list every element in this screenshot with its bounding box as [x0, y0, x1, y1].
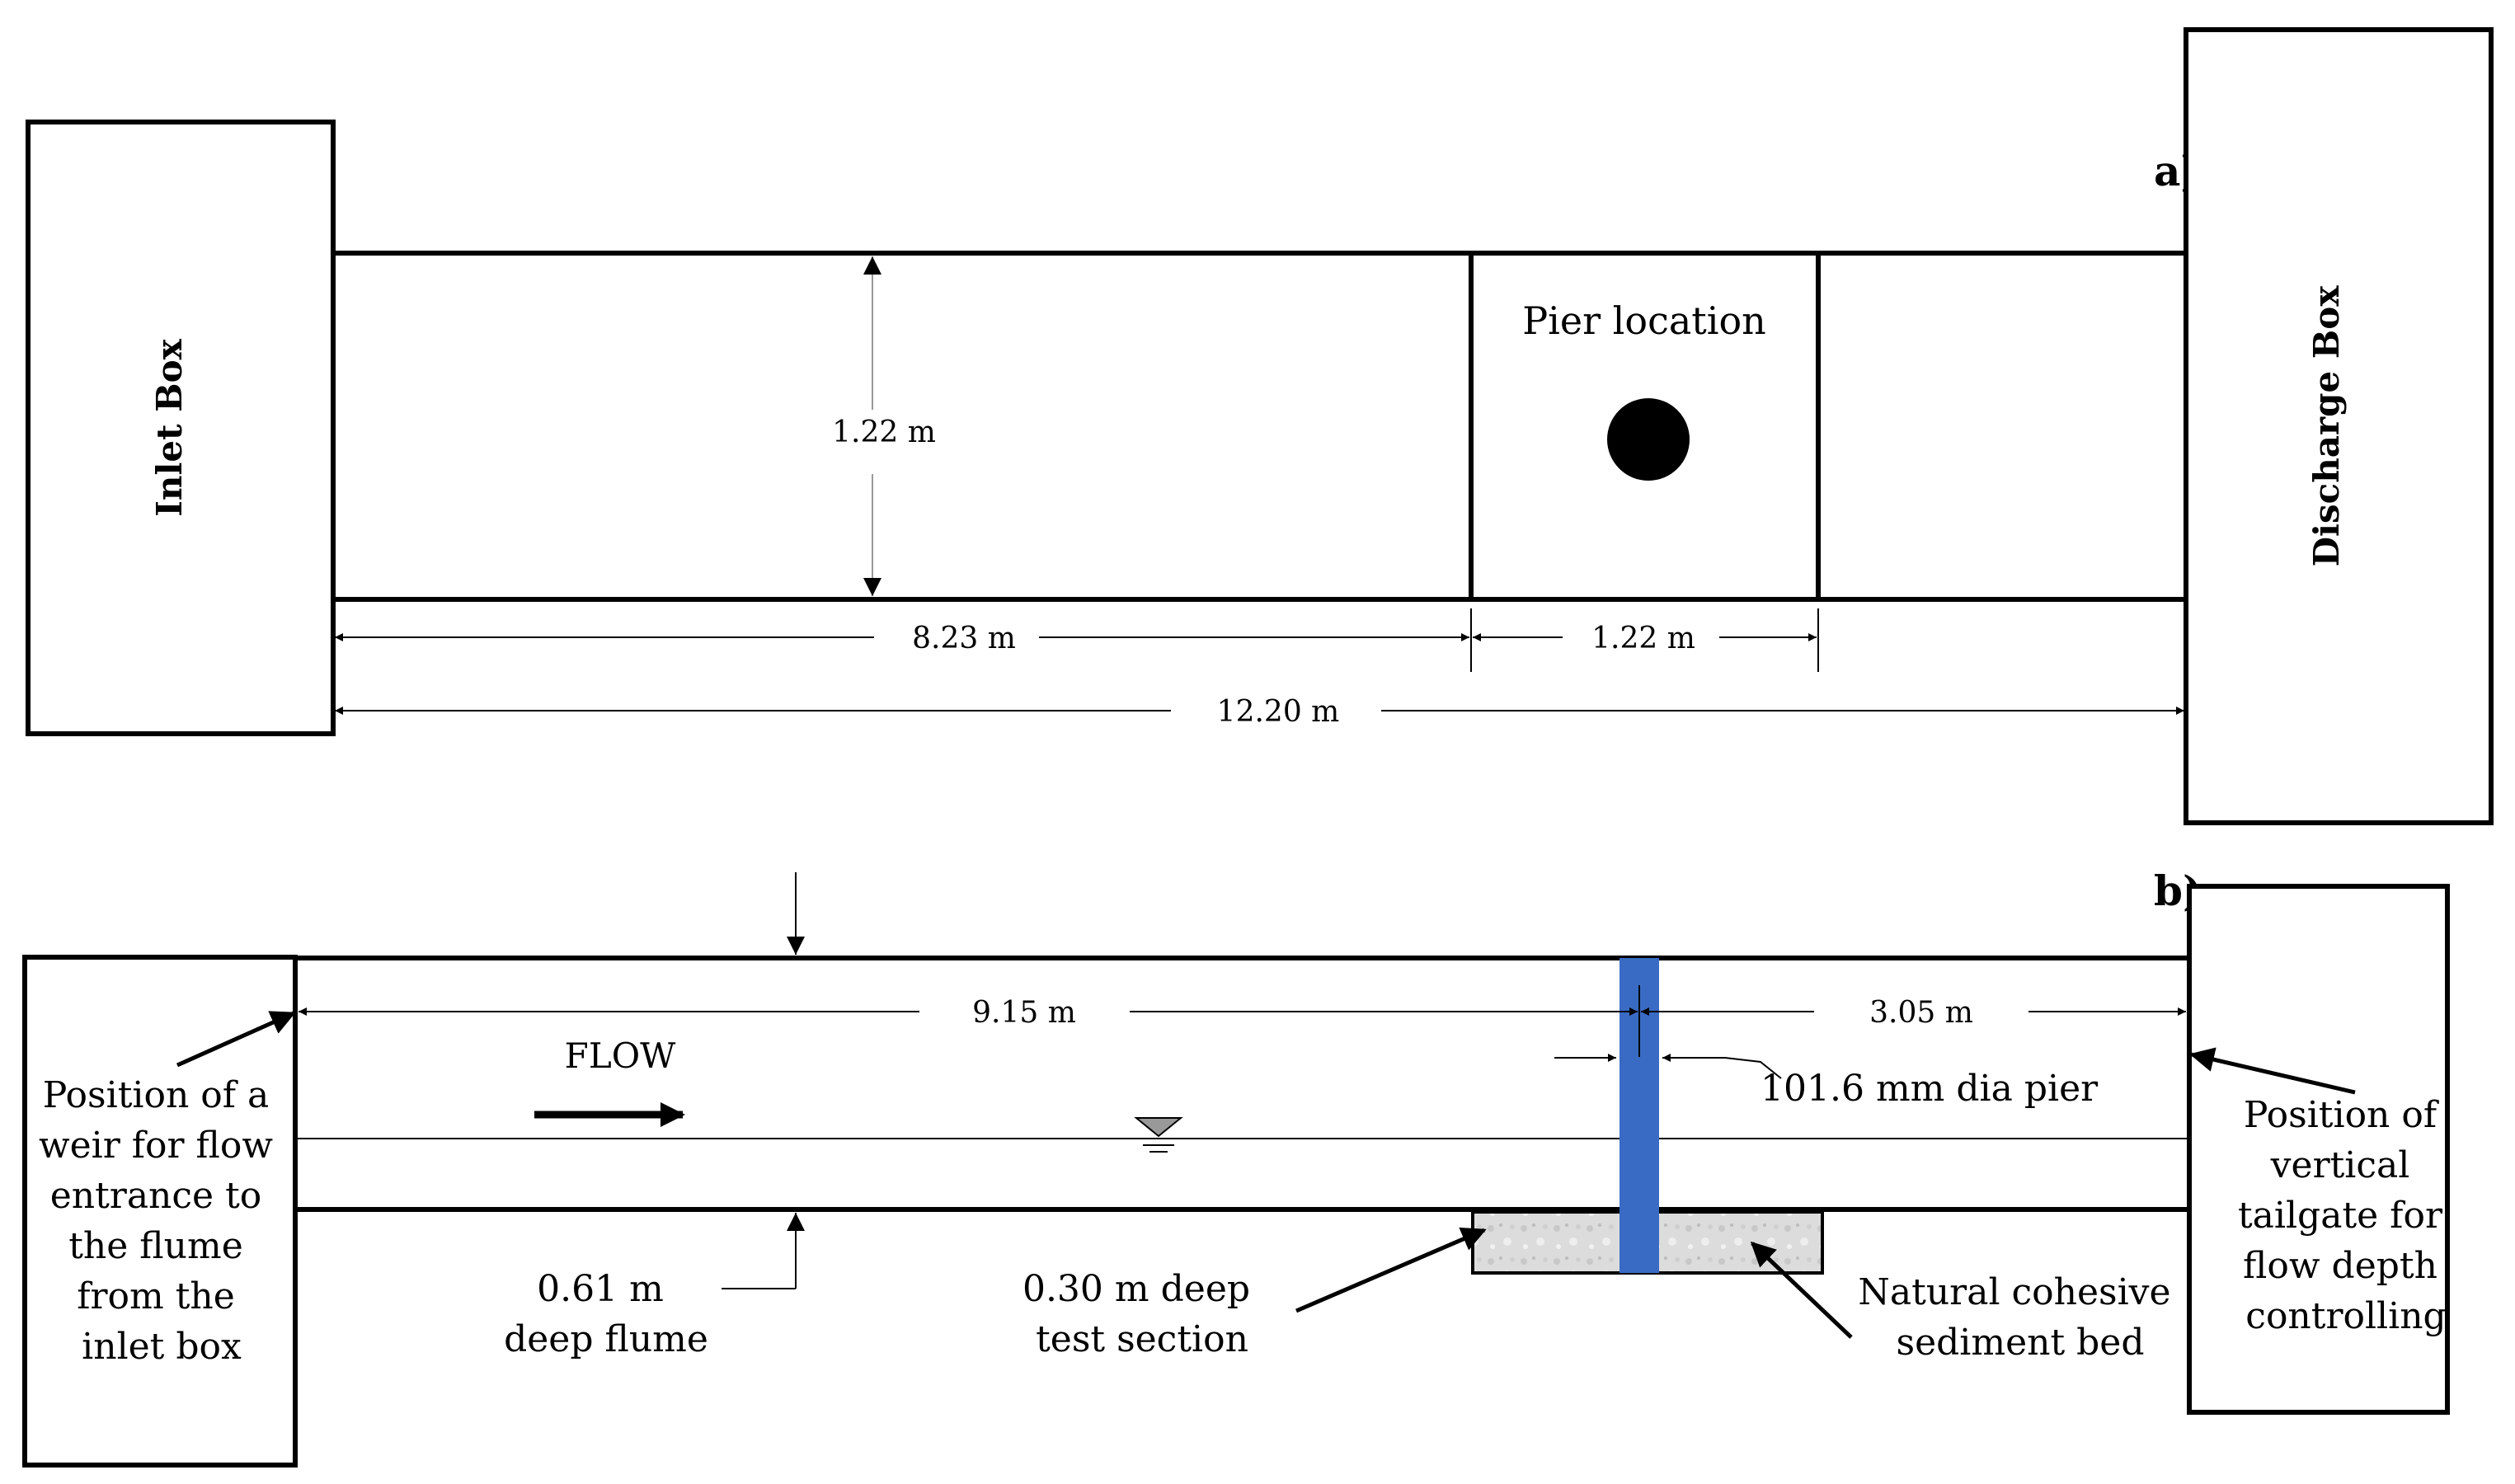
test-section-note: 0.30 m deep test section [1022, 1268, 1262, 1360]
weir-note-line: from the [77, 1275, 235, 1317]
weir-note-line: inlet box [82, 1326, 242, 1368]
tailgate-note-line: flow depth [2243, 1245, 2437, 1287]
inlet-box-side [22, 955, 298, 1468]
tailgate-leader-arrow [2189, 1047, 2356, 1095]
discharge-box [2184, 27, 2494, 825]
weir-note-line: the flume [68, 1225, 243, 1267]
sediment-bed-line: Natural cohesive [1858, 1271, 2170, 1313]
weir-leader-arrow [176, 1011, 296, 1068]
panel-a: a) Inlet Box Discharge Box Pier location… [26, 27, 2494, 825]
weir-note-line: Position of a [43, 1074, 270, 1116]
sediment-bed-line: sediment bed [1897, 1322, 2145, 1364]
pier-dia-label: 101.6 mm dia pier [1760, 1068, 2099, 1110]
weir-note-line: entrance to [50, 1175, 262, 1217]
test-section-line: 0.30 m deep [1022, 1268, 1250, 1310]
water-level-icon [1134, 1117, 1183, 1138]
tailgate-note-line: controlling [2245, 1295, 2446, 1337]
flow-label: FLOW [565, 1036, 676, 1076]
tailgate-note-line: Position of [2244, 1094, 2439, 1136]
downstream-dim-label: 3.05 m [1869, 996, 1973, 1030]
discharge-box-label: Discharge Box [2306, 285, 2347, 567]
pier-circle [1607, 398, 1690, 481]
inlet-box [26, 120, 336, 736]
weir-note: Position of a weir for flow entrance to … [39, 1074, 284, 1368]
tailgate-note-line: vertical [2270, 1144, 2410, 1186]
weir-note-line: weir for flow [39, 1125, 273, 1167]
tailgate-note-line: tailgate for [2238, 1195, 2443, 1237]
width-dim-label: 1.22 m [832, 416, 936, 449]
upstream-dim-label: 8.23 m [912, 622, 1016, 655]
tailgate-note: Position of vertical tailgate for flow d… [2238, 1094, 2454, 1337]
flume-depth-note: 0.61 m deep flume [504, 1268, 708, 1360]
pier-section-dim-label: 1.22 m [1591, 622, 1695, 655]
pier-dia-leader [1724, 1057, 1782, 1079]
pier-location-label: Pier location [1522, 298, 1766, 343]
sediment-leader-arrow [1750, 1241, 1853, 1339]
test-section-leader-arrow [1295, 1227, 1487, 1313]
upstream-dim-side-label: 9.15 m [972, 996, 1076, 1030]
sediment-bed-note: Natural cohesive sediment bed [1858, 1271, 2182, 1364]
flume-depth-line: deep flume [504, 1318, 708, 1360]
flume-depth-line: 0.61 m [537, 1268, 664, 1310]
tailgate-box [2187, 884, 2450, 1415]
inlet-box-label: Inlet Box [149, 338, 190, 516]
panel-b: b) 9.15 m 3.05 m 101.6 mm dia pier [22, 866, 2454, 1468]
total-dim-label: 12.20 m [1217, 695, 1340, 729]
test-section-line: test section [1036, 1318, 1248, 1360]
